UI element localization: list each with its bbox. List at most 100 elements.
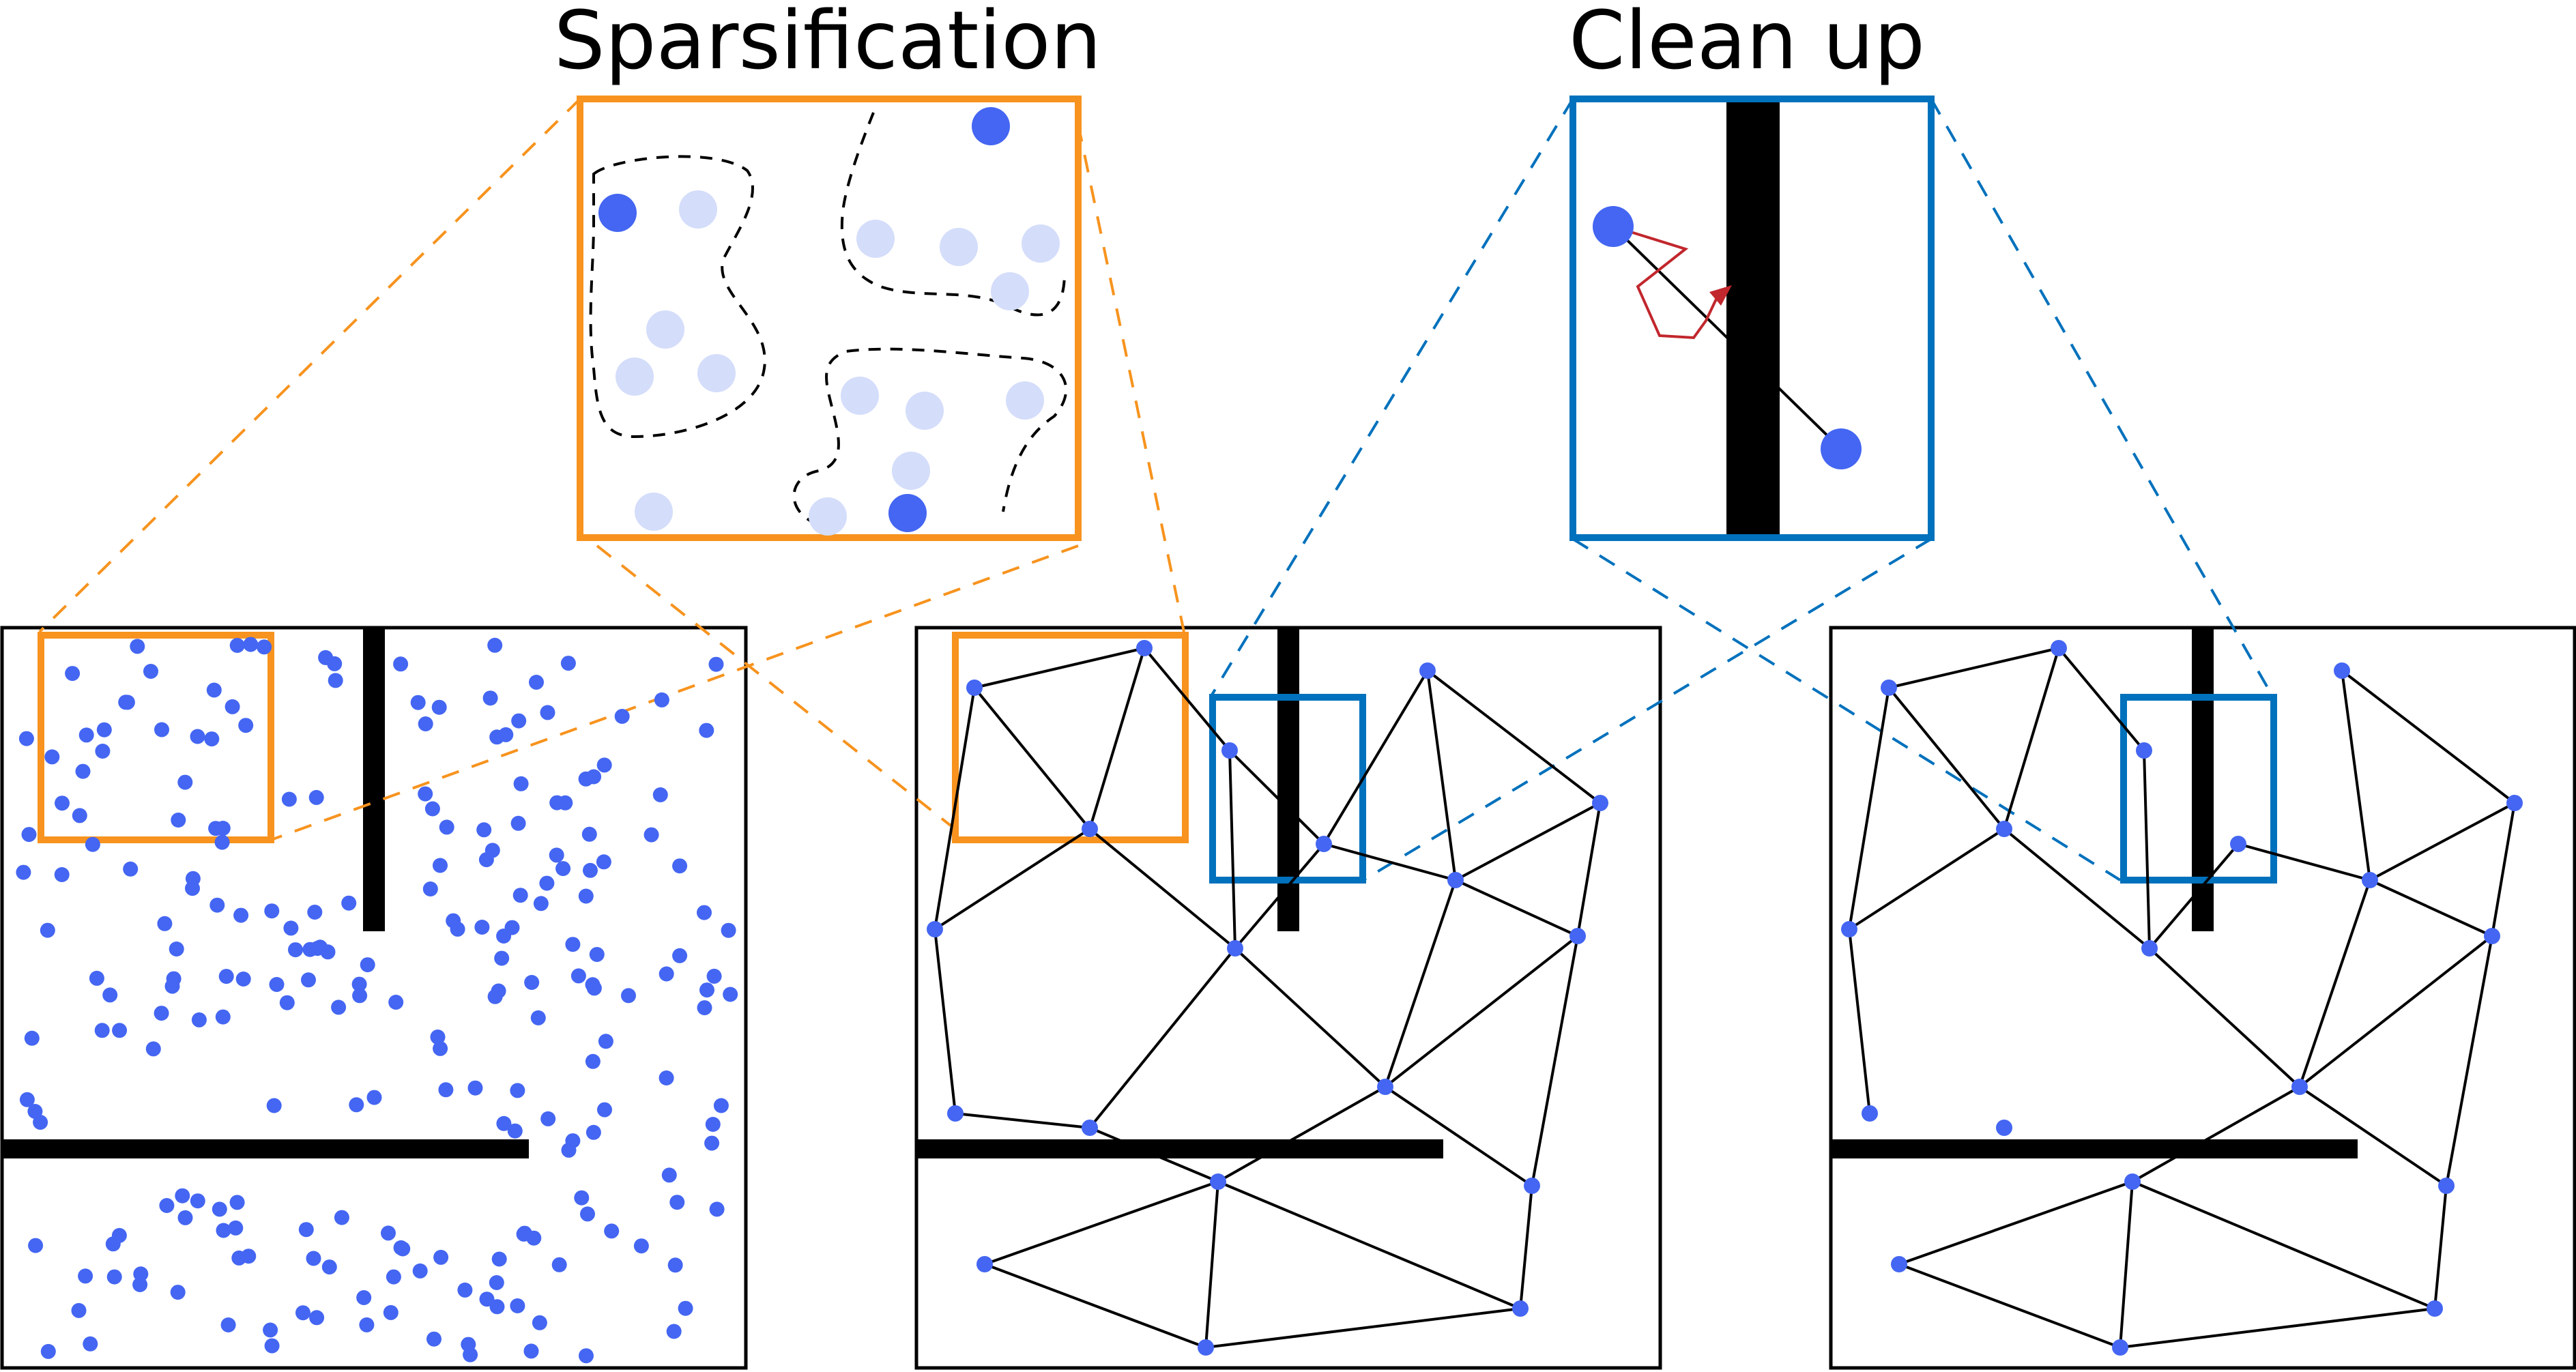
sample-point [241,1249,257,1264]
sample-point [574,1190,590,1206]
graph-node [1377,1079,1393,1095]
sample-point [44,749,60,765]
graph-edge [934,828,1091,931]
graph-node [1082,821,1098,837]
sample-point [457,1282,473,1298]
kept-node [888,494,927,532]
sample-point [334,1210,349,1225]
graph-node [2136,742,2152,759]
blue-connector [1930,98,2274,697]
sample-point [597,1102,612,1118]
graph-node [2230,836,2246,852]
wall-vertical-1 [363,628,385,931]
sample-point [489,1299,505,1315]
sample-point [313,939,328,955]
sample-point [229,1195,245,1210]
sample-point [709,1201,725,1217]
faded-node [697,354,736,392]
kept-node [598,194,637,232]
sample-point [581,826,597,842]
sample-point [185,881,200,896]
sample-point [721,922,736,938]
sample-point [243,637,259,652]
wall-horizontal-1 [2,1139,529,1158]
graph-edge [2298,935,2493,1088]
sample-point [208,821,224,836]
sample-point [169,942,184,957]
sample-point [524,975,540,990]
sample-point [491,1251,507,1267]
graph-node [2334,662,2350,679]
graph-node [1881,680,1897,696]
sample-point [171,813,186,828]
sample-point [204,731,220,747]
sample-point [699,723,714,738]
graph-edge [2143,750,2151,949]
graph-edge [2491,802,2516,937]
sample-point [78,727,94,743]
graph-edge [955,1112,1090,1129]
sample-point [496,929,512,944]
faded-node [892,452,930,490]
sample-point [510,815,526,831]
sample-point [94,1023,110,1038]
faded-node [856,220,895,258]
sample-point [489,1275,504,1290]
sample-point [570,968,586,984]
sample-point [555,861,571,877]
graph-node [2141,940,2158,957]
sample-point [111,1227,127,1243]
sample-point [418,716,433,731]
graph-edge [2132,1085,2300,1183]
sample-point [40,922,55,938]
sparse-graph [927,640,1608,1356]
blue-connector [1210,98,1574,697]
sample-point [482,690,498,706]
sample-point [89,970,104,986]
blue-connector [1572,538,2122,881]
sample-point [352,988,368,1004]
sample-point [479,1291,495,1307]
orange-connector [1077,123,1185,632]
faded-node [646,310,684,349]
sample-point [75,763,91,779]
sample-point [672,948,688,963]
sample-point [331,999,347,1015]
sample-point [511,713,527,729]
graph-edge [2369,879,2493,937]
sample-point [206,682,222,698]
sample-point [510,1083,525,1098]
sample-point [467,1080,483,1096]
sample-point [633,1238,649,1254]
graph-edge [2298,879,2371,1088]
graph-node [1316,836,1332,852]
graph-node [1136,640,1153,656]
cleanup-inset [1569,96,1935,541]
sample-point [532,1315,547,1330]
cluster-outline-3 [792,347,1068,530]
sample-point [604,1223,620,1239]
orange-connector [272,544,1079,841]
graph-edge [984,1180,1219,1266]
wall-horizontal-3 [1831,1139,2358,1158]
sample-point [565,1133,581,1149]
graph-edge [1205,1307,1521,1349]
graph-edge [2132,1180,2435,1310]
sample-point [112,1023,128,1038]
sample-point [705,1117,721,1132]
sample-point [489,729,505,745]
cluster-outlines [589,112,1068,530]
sample-point [418,786,433,802]
sample-point [190,1193,205,1209]
sample-point [539,875,555,891]
graph-edge [1531,935,1579,1186]
sample-point [191,1012,207,1027]
sample-point [308,789,324,805]
graph-edge [2433,1185,2448,1309]
faded-node [906,392,944,430]
kept-nodes [598,107,1010,532]
sample-point [643,827,659,843]
graph-edge [1323,843,1456,881]
graph-edge [2341,669,2516,804]
